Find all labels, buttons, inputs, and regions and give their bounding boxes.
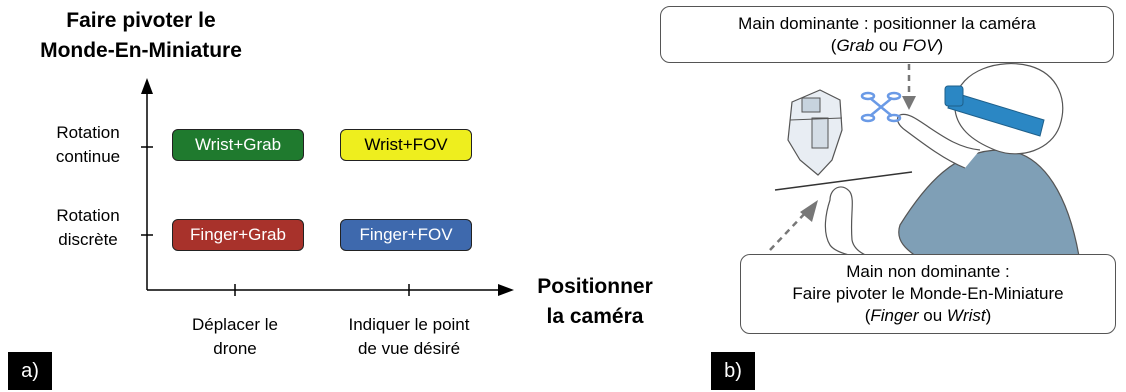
option-wrist: Wrist: [946, 306, 986, 325]
paren: ): [937, 36, 944, 55]
option-finger: Finger: [870, 306, 919, 325]
cell-finger-fov: Finger+FOV: [340, 219, 472, 251]
miniature-world-icon: [787, 89, 843, 176]
x-axis-title: Positionner la caméra: [522, 272, 668, 332]
callout-non-dominant-hand: Main non dominante : Faire pivoter le Mo…: [740, 254, 1116, 334]
row-label-continuous: Rotation continue: [30, 121, 146, 169]
callout-line: (Grab ou FOV): [661, 35, 1113, 57]
cell-wrist-fov: Wrist+FOV: [340, 129, 472, 161]
column-label-move-drone: Déplacer le drone: [165, 313, 305, 361]
paren: (: [830, 36, 837, 55]
x-axis-title-line2: la caméra: [546, 305, 644, 328]
column-label-line1: Indiquer le point: [348, 315, 470, 334]
dashed-arrow-bottom-head: [800, 200, 818, 222]
callout-dominant-hand: Main dominante : positionner la caméra (…: [660, 6, 1114, 63]
vr-headset-icon: [944, 85, 1045, 137]
row-label-discrete: Rotation discrète: [30, 204, 146, 252]
dashed-arrow-top-head: [902, 96, 916, 110]
column-label-line2: drone: [213, 339, 257, 358]
callout-line: Main dominante : positionner la caméra: [738, 14, 1036, 33]
callout-line: (Finger ou Wrist): [741, 305, 1115, 327]
panel-b-tag: b): [711, 352, 755, 390]
row-label-line2: discrète: [58, 230, 118, 249]
x-axis-arrowhead: [498, 284, 514, 296]
column-label-line1: Déplacer le: [192, 315, 278, 334]
row-label-line1: Rotation: [56, 123, 120, 142]
paren: (: [864, 306, 871, 325]
person-torso: [898, 149, 1081, 263]
row-label-line2: continue: [55, 147, 121, 166]
y-axis-title-line2: Monde-En-Miniature: [40, 39, 242, 62]
table-edge-line: [774, 171, 913, 191]
y-axis-arrowhead: [141, 78, 153, 94]
drone-icon: [860, 91, 902, 123]
x-axis-title-line1: Positionner: [537, 275, 653, 298]
dominant-arm: [896, 113, 981, 169]
paren: ): [985, 306, 992, 325]
connector: ou: [874, 36, 903, 55]
column-label-line2: de vue désiré: [357, 339, 461, 358]
cell-wrist-grab: Wrist+Grab: [172, 129, 304, 161]
row-label-line1: Rotation: [56, 206, 120, 225]
option-fov: FOV: [902, 36, 938, 55]
y-axis-title: Faire pivoter le Monde-En-Miniature: [0, 6, 282, 66]
panel-a-tag: a): [8, 352, 52, 390]
column-label-point-view: Indiquer le point de vue désiré: [318, 313, 500, 361]
dashed-arrow-bottom: [769, 209, 809, 251]
cell-finger-grab: Finger+Grab: [172, 219, 304, 251]
callout-line: Main non dominante :: [846, 262, 1010, 281]
option-grab: Grab: [836, 36, 875, 55]
y-axis-title-line1: Faire pivoter le: [66, 9, 216, 32]
connector: ou: [918, 306, 947, 325]
callout-line: Faire pivoter le Monde-En-Miniature: [792, 284, 1064, 303]
